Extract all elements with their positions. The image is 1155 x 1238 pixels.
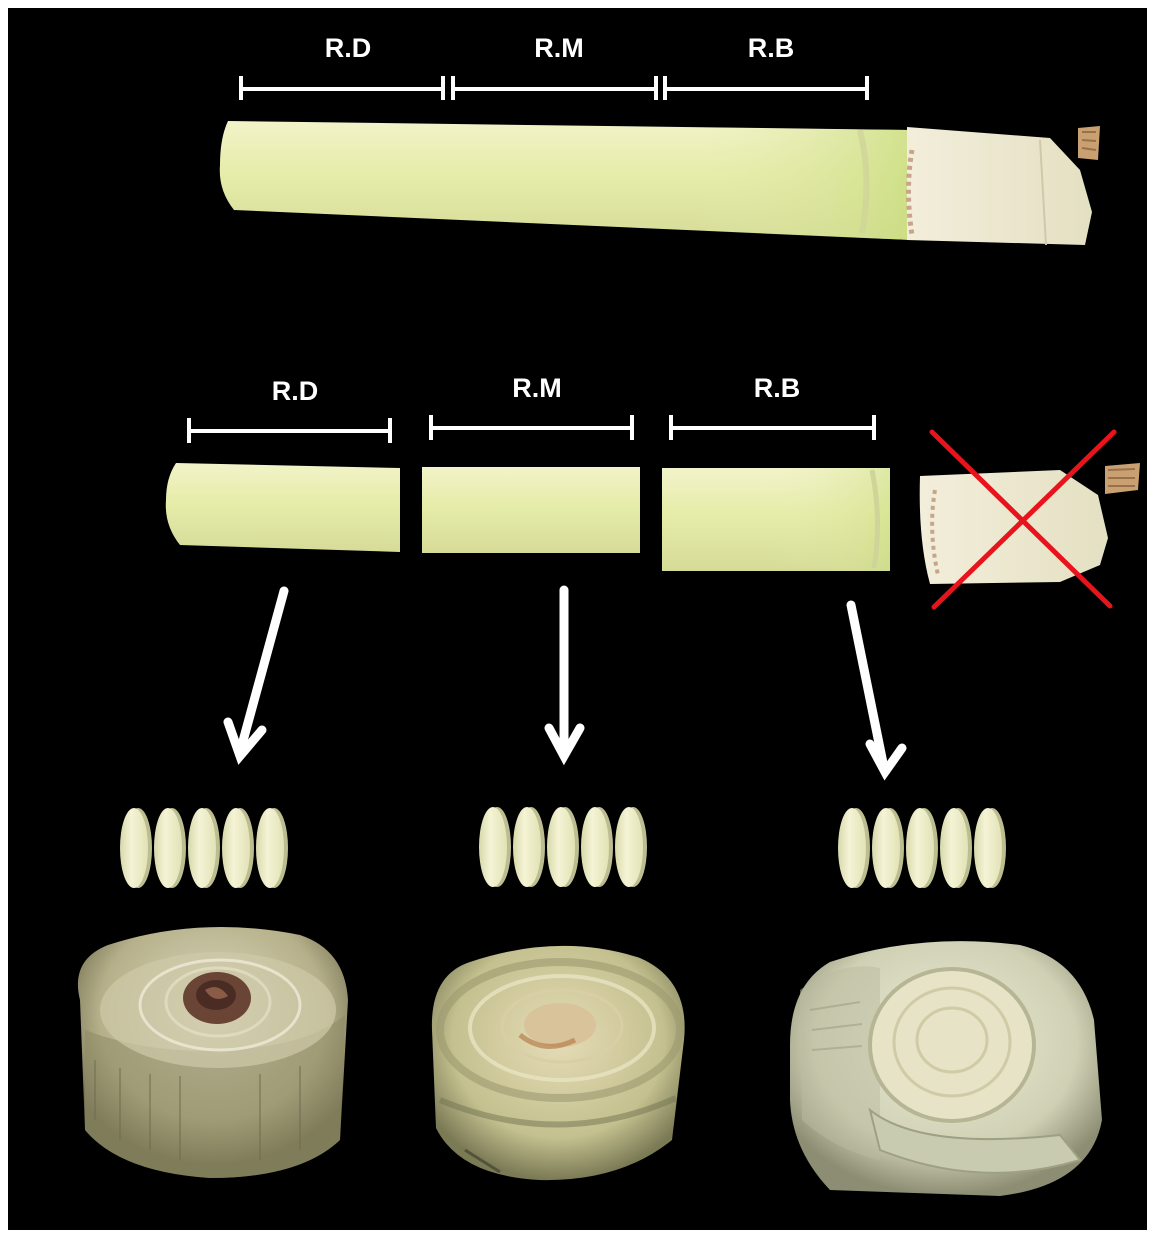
disc [974, 808, 1002, 888]
disc [838, 808, 866, 888]
disc [222, 808, 250, 888]
disc-groups [120, 807, 1006, 888]
disc [547, 807, 575, 887]
disc [188, 808, 216, 888]
top-dimension-bar-rb [665, 76, 867, 100]
cut-stem-group: R.D R.M R.B [166, 373, 1140, 607]
top-segment-label-rb: R.B [748, 33, 795, 63]
disc [513, 807, 541, 887]
cut-dimension-bar-rd [189, 418, 390, 443]
top-stem-group: R.D R.M R.B [220, 33, 1100, 245]
disc [940, 808, 968, 888]
cut-dimension-bar-rm [431, 415, 632, 440]
arrow-distal [228, 591, 284, 756]
discarded-base-piece [920, 463, 1140, 584]
disc-group-basal [838, 808, 1006, 888]
disc [581, 807, 609, 887]
cross-section-middle [432, 946, 685, 1180]
disc [479, 807, 507, 887]
top-segment-label-rm: R.M [534, 33, 584, 63]
cut-segment-label-rb: R.B [754, 373, 801, 403]
cut-segment-label-rm: R.M [512, 373, 562, 403]
disc [120, 808, 148, 888]
top-dimension-bar-rd [241, 76, 443, 100]
cut-segment-label-rd: R.D [272, 376, 319, 406]
disc [615, 807, 643, 887]
disc [906, 808, 934, 888]
disc-group-distal [120, 808, 288, 888]
cut-dimension-bar-rb [671, 415, 874, 440]
cross-section-distal [78, 927, 348, 1178]
disc [256, 808, 284, 888]
arrow-middle [549, 590, 580, 756]
cross-section-basal [790, 941, 1102, 1196]
top-dimension-bar-rm [453, 76, 656, 100]
top-stem [220, 121, 1100, 245]
cut-segment-rd [166, 463, 400, 552]
cut-segment-rb [662, 468, 890, 571]
cut-segment-rm [422, 467, 640, 553]
disc [872, 808, 900, 888]
top-segment-label-rd: R.D [325, 33, 372, 63]
arrow-basal [851, 605, 902, 772]
disc [154, 808, 182, 888]
disc-group-middle [479, 807, 647, 887]
